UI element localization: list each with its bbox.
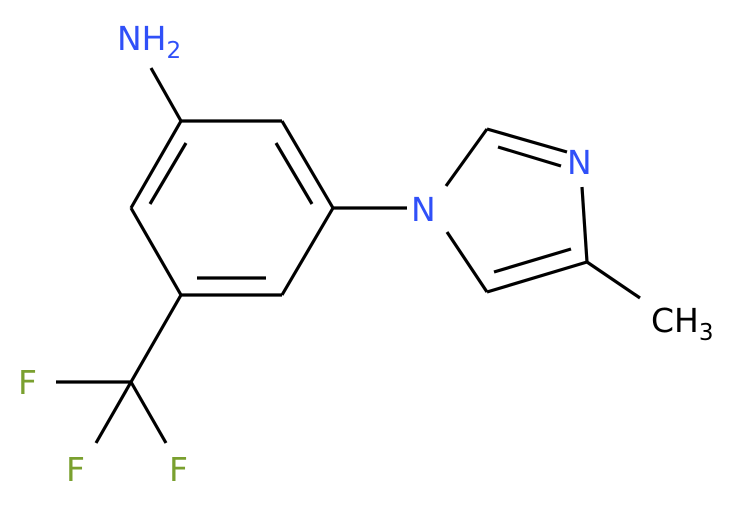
bond-n3-c4 bbox=[580, 186, 589, 263]
bond-c2-n3-inner bbox=[497, 145, 562, 168]
bond-c6-c1 bbox=[129, 120, 183, 209]
benzene-ring bbox=[129, 119, 335, 297]
fluorine-top-label: F bbox=[18, 363, 37, 402]
imidazole-n3-label: N bbox=[567, 143, 592, 182]
bond-c4-c5-inner bbox=[493, 247, 572, 274]
fluorine-right-label: F bbox=[169, 450, 188, 489]
imidazole-ring bbox=[444, 127, 641, 300]
bond-c5-c6 bbox=[129, 207, 183, 296]
bond-c1-nh2 bbox=[149, 67, 183, 122]
bond-c3-c4 bbox=[280, 207, 335, 296]
bond-c4-c5 bbox=[486, 260, 588, 294]
bond-c2-c3-inner bbox=[274, 142, 314, 205]
bond-cf3-f-right bbox=[129, 381, 168, 444]
bond-c4-ch3 bbox=[586, 260, 641, 300]
fluorine-left-label: F bbox=[66, 450, 85, 489]
bond-c6-c1-inner bbox=[148, 142, 188, 205]
methyl-label: CH3 bbox=[651, 301, 714, 346]
bond-c5-n1 bbox=[445, 231, 489, 293]
bond-c5-cf3 bbox=[129, 294, 183, 383]
imidazole-n1-label: N bbox=[411, 190, 436, 229]
bond-cf3-f-left bbox=[94, 381, 133, 444]
bond-c2-n3 bbox=[486, 127, 568, 154]
bond-c2-c3 bbox=[280, 120, 335, 209]
bond-n1-c2 bbox=[444, 128, 489, 187]
amine-label: NH2 bbox=[117, 19, 181, 64]
